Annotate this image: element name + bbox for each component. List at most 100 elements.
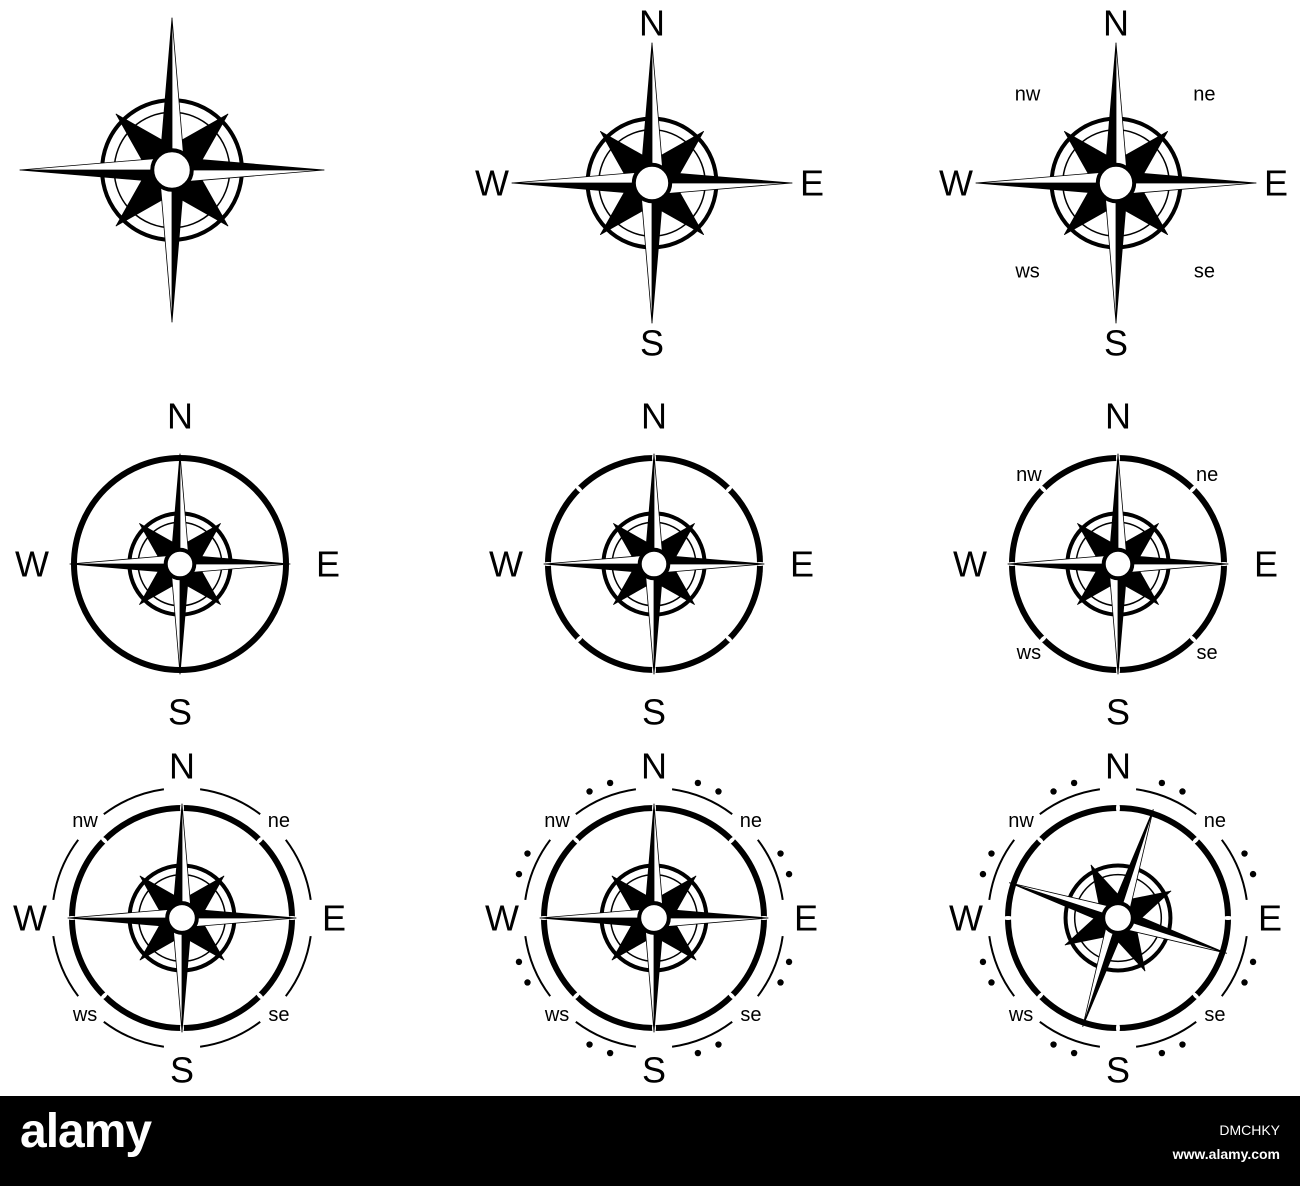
star-point-cardinal bbox=[67, 908, 183, 919]
image-id: DMCHKY bbox=[1219, 1122, 1280, 1138]
ring-tick bbox=[1036, 836, 1045, 845]
star-point-cardinal bbox=[69, 563, 181, 573]
ring-dot bbox=[606, 1049, 614, 1057]
outer-arc bbox=[988, 839, 1015, 901]
ring-dot bbox=[1158, 779, 1166, 787]
label-southeast: se bbox=[1204, 1004, 1225, 1026]
star-point-cardinal bbox=[1115, 42, 1128, 184]
ring-dot bbox=[524, 979, 531, 986]
ring-dot bbox=[979, 958, 987, 966]
star-point-cardinal bbox=[653, 563, 765, 573]
ring-tick bbox=[1189, 485, 1197, 493]
star-point-cardinal bbox=[67, 917, 183, 928]
outer-arc bbox=[671, 1021, 733, 1048]
outer-arc bbox=[757, 839, 784, 901]
alamy-logo: alamy bbox=[20, 1105, 152, 1158]
ring-dot bbox=[586, 1041, 593, 1048]
star-point-cardinal bbox=[640, 42, 653, 184]
label-northwest: nw bbox=[1015, 84, 1041, 106]
outer-arc bbox=[103, 1021, 165, 1048]
star-point-cardinal bbox=[179, 555, 291, 565]
ring-tick bbox=[727, 836, 736, 845]
label-west: W bbox=[953, 544, 987, 585]
star-point-cardinal bbox=[975, 171, 1117, 184]
label-north: N bbox=[1105, 746, 1131, 787]
ring-tick bbox=[1039, 485, 1047, 493]
label-east: E bbox=[800, 163, 824, 204]
star-point-cardinal bbox=[1115, 182, 1257, 195]
label-south: S bbox=[642, 692, 666, 733]
ring-dot bbox=[1179, 1041, 1186, 1048]
star-point-cardinal bbox=[159, 169, 173, 323]
label-southwest: ws bbox=[1016, 642, 1041, 664]
star-point-cardinal bbox=[172, 803, 183, 919]
center-hub bbox=[631, 162, 673, 204]
star-point-cardinal bbox=[1115, 182, 1128, 324]
star-point-cardinal bbox=[640, 182, 653, 324]
outer-arc bbox=[52, 935, 79, 997]
star-point-cardinal bbox=[653, 917, 769, 928]
ring-tick bbox=[725, 485, 733, 493]
ring-tick bbox=[1003, 916, 1013, 920]
star-point-cardinal bbox=[171, 157, 325, 171]
outer-arc bbox=[1039, 788, 1101, 815]
label-southwest: ws bbox=[1008, 1004, 1033, 1026]
label-southeast: se bbox=[1197, 642, 1218, 664]
star-point-cardinal bbox=[653, 563, 663, 675]
star-point-cardinal bbox=[181, 917, 297, 928]
ring-tick bbox=[1189, 635, 1197, 643]
label-southwest: ws bbox=[1014, 260, 1039, 282]
outer-arc bbox=[575, 1021, 637, 1048]
star-point-cardinal bbox=[644, 803, 655, 919]
outer-arc bbox=[988, 935, 1015, 997]
ring-dot bbox=[1249, 870, 1257, 878]
label-east: E bbox=[1258, 898, 1282, 939]
label-south: S bbox=[1104, 323, 1128, 364]
star-point-cardinal bbox=[543, 563, 655, 573]
star-point-cardinal bbox=[653, 453, 663, 565]
site-url: www.alamy.com bbox=[1172, 1146, 1280, 1162]
outer-arc bbox=[285, 839, 312, 901]
ring-dot bbox=[715, 788, 722, 795]
label-north: N bbox=[169, 746, 195, 787]
ring-dot bbox=[1179, 788, 1186, 795]
star-point-cardinal bbox=[653, 555, 765, 565]
label-north: N bbox=[167, 396, 193, 437]
star-point-cardinal bbox=[171, 169, 185, 323]
outer-arc bbox=[285, 935, 312, 997]
ring-dot bbox=[694, 779, 702, 787]
ring-dot bbox=[988, 850, 995, 857]
star-point-cardinal bbox=[1117, 453, 1127, 565]
star-point-cardinal bbox=[181, 917, 192, 1033]
ring-tick bbox=[727, 991, 736, 1000]
ring-tick bbox=[100, 836, 109, 845]
star-point-cardinal bbox=[172, 917, 183, 1033]
star-point-cardinal bbox=[19, 169, 173, 183]
star-point-cardinal bbox=[645, 563, 655, 675]
star-point-cardinal bbox=[170, 453, 181, 565]
label-west: W bbox=[15, 544, 49, 585]
label-northeast: ne bbox=[740, 810, 762, 832]
label-west: W bbox=[489, 544, 523, 585]
star-point-cardinal bbox=[543, 555, 655, 565]
outer-arc bbox=[1135, 788, 1197, 815]
outer-arc bbox=[52, 839, 79, 901]
star-point-cardinal bbox=[179, 453, 190, 565]
ring-tick bbox=[1116, 803, 1120, 813]
label-southwest: ws bbox=[544, 1004, 569, 1026]
ring-dot bbox=[1249, 958, 1257, 966]
label-south: S bbox=[170, 1050, 194, 1091]
outer-arc bbox=[1221, 935, 1248, 997]
label-east: E bbox=[794, 898, 818, 939]
outer-arc bbox=[671, 788, 733, 815]
ring-tick bbox=[1036, 991, 1045, 1000]
ring-tick bbox=[1223, 916, 1233, 920]
outer-arc bbox=[575, 788, 637, 815]
label-east: E bbox=[316, 544, 340, 585]
label-east: E bbox=[1254, 544, 1278, 585]
label-west: W bbox=[475, 163, 509, 204]
label-northeast: ne bbox=[1193, 84, 1215, 106]
